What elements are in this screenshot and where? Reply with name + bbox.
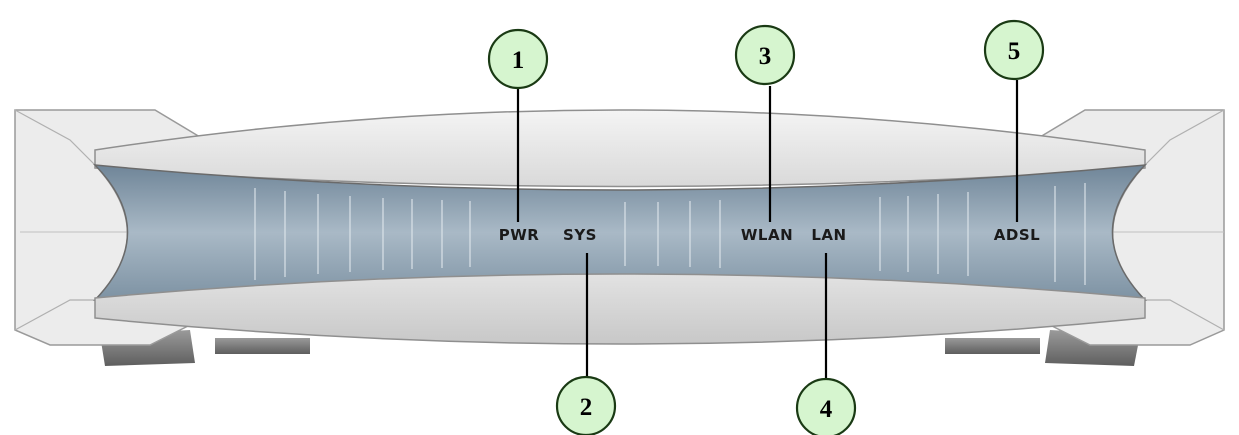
callout-number-5: 5 xyxy=(1008,38,1021,65)
callout-number-4: 4 xyxy=(820,396,833,423)
panel-fins xyxy=(254,183,1086,285)
led-label-wlan: WLAN xyxy=(741,226,793,244)
led-label-sys: SYS xyxy=(563,226,597,244)
callout-number-3: 3 xyxy=(759,43,772,70)
led-label-lan: LAN xyxy=(811,226,846,244)
foot-right-inner xyxy=(945,338,1040,354)
led-label-adsl: ADSL xyxy=(994,226,1040,244)
foot-left-inner xyxy=(215,338,310,354)
callout-number-1: 1 xyxy=(512,47,525,74)
callout-3: 3 xyxy=(734,24,796,86)
callout-5: 5 xyxy=(983,19,1045,81)
callout-4: 4 xyxy=(795,377,857,435)
callout-number-2: 2 xyxy=(580,394,593,421)
led-label-pwr: PWR xyxy=(499,226,540,244)
top-casing xyxy=(94,109,1146,188)
callout-2: 2 xyxy=(555,375,617,435)
callout-1: 1 xyxy=(487,28,549,90)
bottom-casing xyxy=(94,273,1146,345)
